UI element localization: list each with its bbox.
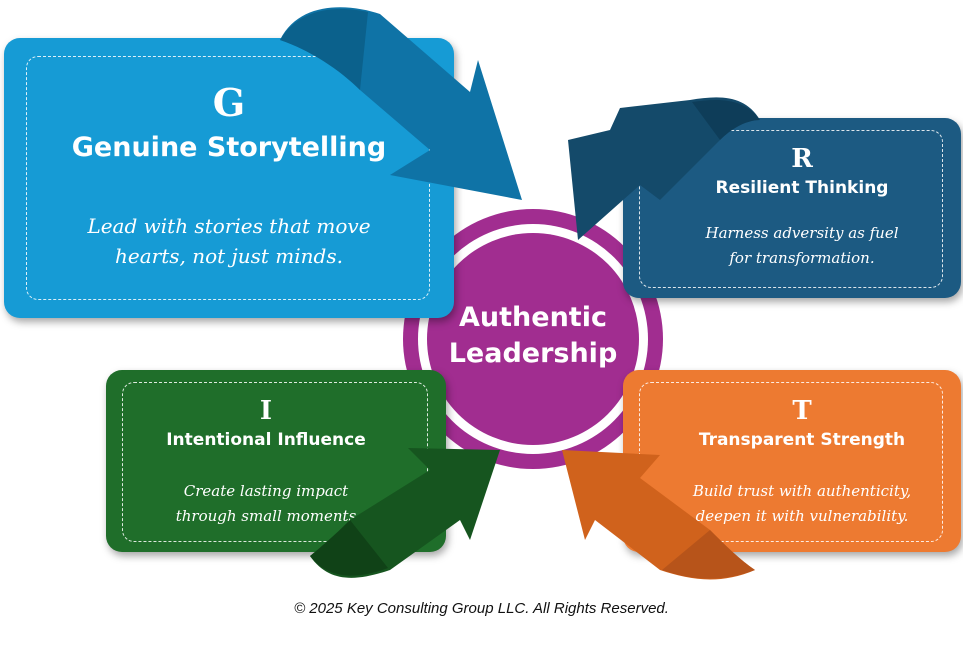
center-label-line1: Authentic [459,302,607,333]
center-hub [403,209,663,469]
card-genuine-storytelling: G Genuine Storytelling Lead with stories… [4,38,454,318]
card-title: Genuine Storytelling [71,132,387,163]
arrow-resilient [568,97,760,240]
card-desc-line2: through small moments [175,507,357,525]
card-title: Intentional Influence [166,430,366,450]
card-desc-line1: Lead with stories that move [87,214,371,238]
card-desc-line1: Create lasting impact [183,482,349,500]
center-label: Authentic Leadership [402,300,664,372]
card-border [639,130,943,288]
card-letter: T [792,396,812,426]
center-label-line2: Leadership [448,338,618,369]
card-desc-line2: for transformation. [729,249,875,267]
card-desc-line2: deepen it with vulnerability. [695,507,909,525]
card-desc-line1: Build trust with authenticity, [692,482,912,500]
card-transparent-strength: T Transparent Strength Build trust with … [623,370,961,552]
copyright-footer: © 2025 Key Consulting Group LLC. All Rig… [294,600,669,617]
card-title: Transparent Strength [698,430,906,450]
card-letter: I [259,396,273,426]
card-letter: R [791,144,813,174]
card-intentional-influence: I Intentional Influence Create lasting i… [106,370,446,552]
card-desc-line2: hearts, not just minds. [115,244,343,268]
card-letter: G [212,80,246,125]
card-title: Resilient Thinking [715,178,889,198]
card-desc-line1: Harness adversity as fuel [705,224,899,242]
